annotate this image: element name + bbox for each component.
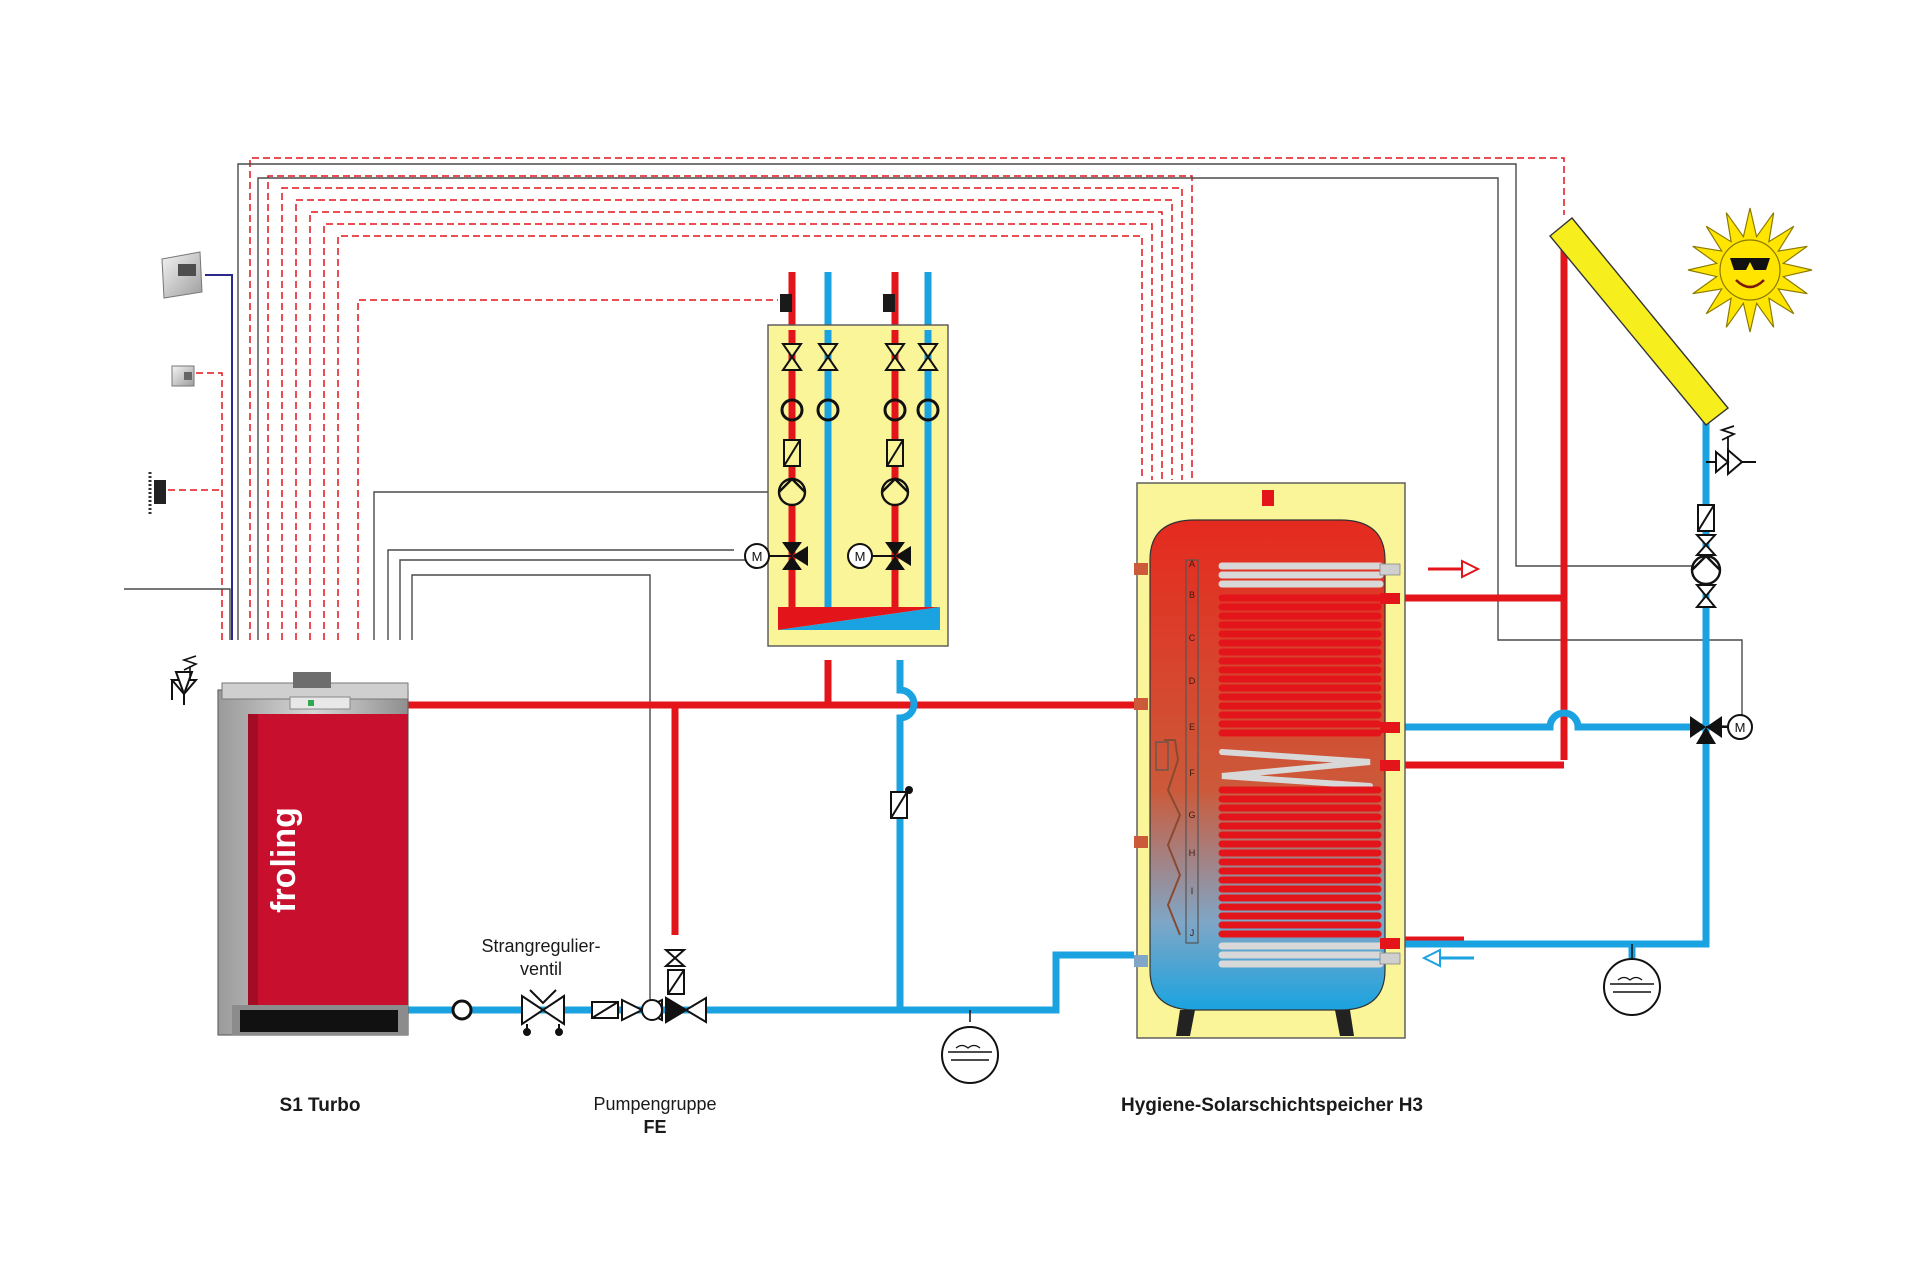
- pipes-cold: [408, 272, 1710, 1014]
- pump-icon: [1690, 554, 1722, 586]
- motor-label: M: [855, 549, 866, 564]
- shutoff-valve-icon: [1694, 584, 1718, 608]
- cold-water-inlet-arrow: [1421, 948, 1474, 968]
- sensor-rail: [1185, 559, 1199, 944]
- coil-ports: [1379, 563, 1401, 965]
- flow-check-valve: [890, 786, 913, 819]
- boiler-brand: froling: [265, 807, 303, 913]
- sensor-letter-b: B: [1189, 590, 1195, 600]
- sun-face: [1719, 239, 1781, 301]
- balancing-valve: [521, 989, 565, 1036]
- sensor-letter-c: C: [1189, 633, 1196, 643]
- room-sensor-icon: [171, 365, 195, 387]
- shutoff-valve-icon: [781, 343, 803, 371]
- boiler-label: S1 Turbo: [280, 1095, 361, 1116]
- balancing-valve-label-2: ventil: [520, 959, 562, 979]
- shutoff-valve-icon: [917, 343, 939, 371]
- sensor-letter-g: G: [1188, 810, 1195, 820]
- module-check-valves: [783, 439, 904, 467]
- expansion-vessel-icon: [941, 1026, 999, 1084]
- solar-safety-valve: [1706, 425, 1756, 477]
- sunglasses: [1730, 258, 1770, 270]
- thermometer-icon: [883, 398, 907, 422]
- module-mixer-1: M: [744, 542, 808, 570]
- module-shutoff-valves: [781, 343, 939, 371]
- module-pumps: [777, 477, 910, 507]
- return-thermometer: [451, 999, 473, 1021]
- shutoff-valve-icon: [1694, 534, 1718, 556]
- module-thermometers: [780, 398, 940, 422]
- shutoff-valve-icon: [817, 343, 839, 371]
- heat-exchanger-coils: [1218, 562, 1384, 968]
- flow-sensor-2-icon: [883, 294, 895, 312]
- thermometer-icon: [780, 398, 804, 422]
- solar-mixer-valve: M: [1690, 714, 1753, 744]
- storage-label: Hygiene-Solarschichtspeicher H3: [1121, 1095, 1423, 1116]
- sensor-letter-i: I: [1191, 886, 1194, 896]
- solar-shutoff-1: [1694, 534, 1718, 556]
- balancing-valve-label-1: Strangregulier-: [481, 936, 600, 956]
- room-unit-wire: [205, 274, 233, 640]
- sensor-letter-d: D: [1189, 676, 1196, 686]
- boiler-safety-valve: [169, 655, 199, 705]
- hot-water-outlet-arrow: [1428, 559, 1481, 579]
- storage-sensor-letters: A B C D E F G H I J: [1188, 559, 1195, 938]
- pump-group-label-2: FE: [643, 1117, 666, 1137]
- solar-pump: [1690, 554, 1722, 586]
- expansion-vessel-1: [941, 1010, 999, 1084]
- boiler: froling: [217, 672, 409, 1036]
- shutoff-valve-icon: [884, 343, 906, 371]
- motor-label: M: [1735, 720, 1746, 735]
- outdoor-sensor-icon: [148, 472, 166, 514]
- motor-label: M: [752, 549, 763, 564]
- flow-sensor-1-icon: [780, 294, 792, 312]
- sensor-letter-f: F: [1189, 768, 1195, 778]
- thermometer-icon: [451, 999, 473, 1021]
- hydraulic-distributor: [778, 607, 940, 630]
- expansion-vessel-2: [1603, 944, 1661, 1016]
- expansion-vessel-icon: [1603, 958, 1661, 1016]
- sensor-letter-h: H: [1189, 848, 1196, 858]
- motor-icon: [847, 543, 873, 569]
- sensor-letter-a: A: [1189, 559, 1195, 569]
- sensor-letter-j: J: [1190, 928, 1195, 938]
- solar-collector: [1549, 217, 1729, 426]
- motor-icon: [1727, 714, 1753, 740]
- sun-smile: [1735, 279, 1765, 289]
- pump-group-label-1: Pumpengruppe: [593, 1094, 716, 1114]
- sensor-letter-e: E: [1189, 722, 1195, 732]
- solar-shutoff-2: [1694, 584, 1718, 608]
- pump-group-fe: [591, 949, 707, 1024]
- pump-icon: [880, 477, 910, 507]
- room-unit-icon: [161, 251, 203, 299]
- pump-icon: [777, 477, 807, 507]
- solar-check-valve: [1697, 504, 1715, 532]
- thermometer-icon: [816, 398, 840, 422]
- thermometer-icon: [916, 398, 940, 422]
- sun-icon: [1687, 207, 1813, 333]
- shutoff-valve-icon: [663, 949, 687, 967]
- pump-icon: [641, 999, 663, 1021]
- coil-turn: [1219, 749, 1373, 789]
- sensor-wires: [168, 157, 1565, 640]
- motor-icon: [744, 543, 770, 569]
- module-mixer-2: M: [847, 542, 911, 570]
